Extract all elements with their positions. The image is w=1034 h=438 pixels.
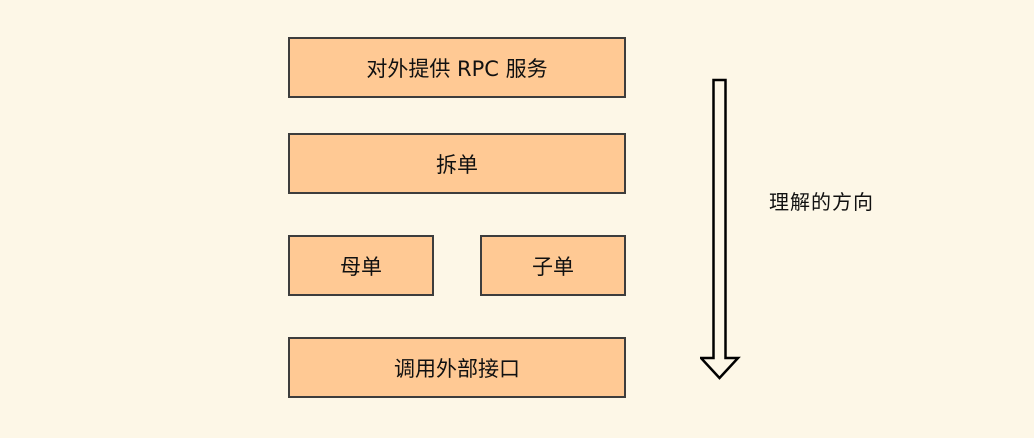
layer-split-order: 拆单 xyxy=(288,133,626,194)
layer-external-api: 调用外部接口 xyxy=(288,337,626,398)
down-arrow-icon xyxy=(700,78,741,380)
layer-rpc-service: 对外提供 RPC 服务 xyxy=(288,37,626,98)
layer-label: 调用外部接口 xyxy=(394,356,520,381)
layer-label: 拆单 xyxy=(436,152,478,177)
layer-child-order: 子单 xyxy=(480,235,626,296)
layer-label: 子单 xyxy=(532,254,574,279)
layer-label: 母单 xyxy=(340,254,382,279)
layer-parent-order: 母单 xyxy=(288,235,434,296)
direction-label: 理解的方向 xyxy=(769,190,874,214)
layer-label: 对外提供 RPC 服务 xyxy=(366,56,548,81)
